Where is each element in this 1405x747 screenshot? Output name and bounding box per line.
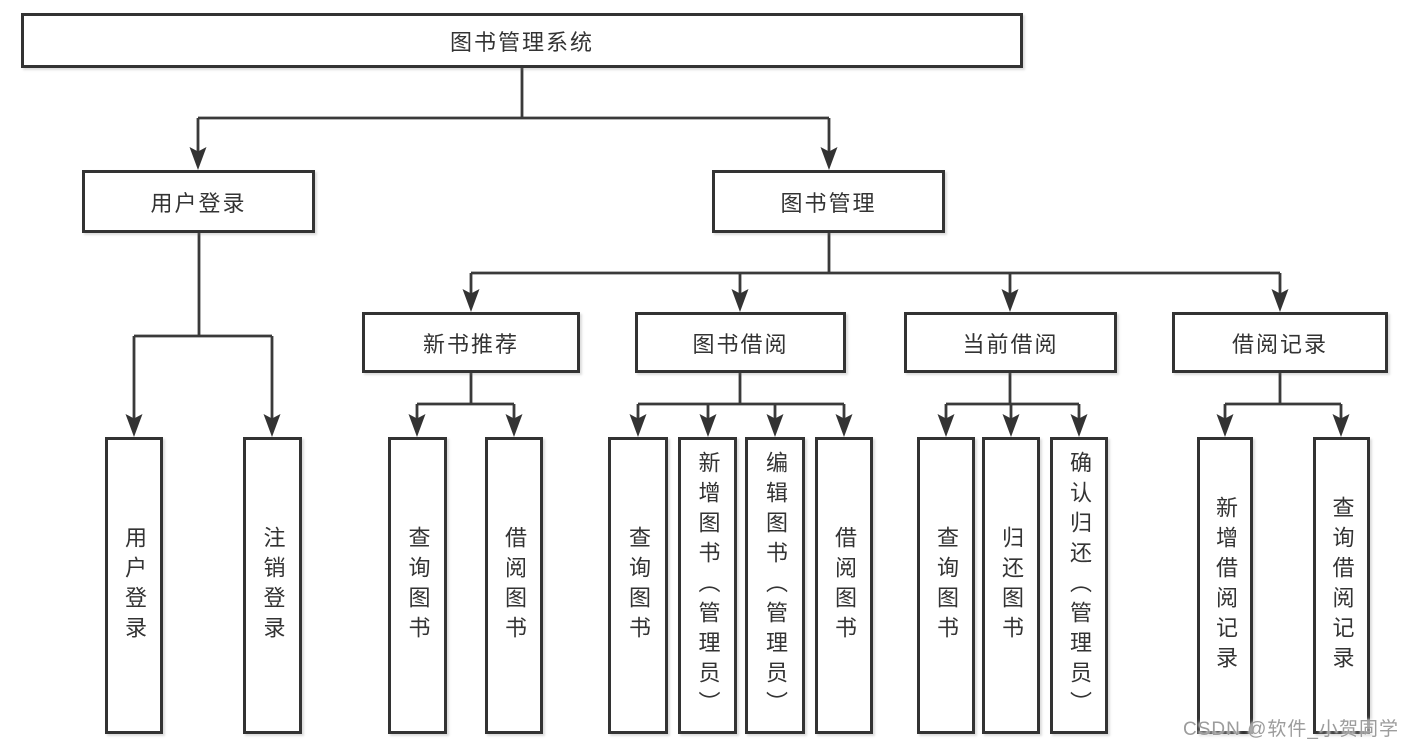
node-label: 图书管理系统 [449,29,594,55]
leaf-borrow-book-2: 借阅图书 [815,437,873,734]
arrow-icon [1070,414,1088,437]
arrow-icon [629,414,647,437]
arrow-icon [1332,414,1350,437]
node-label: 图书管理 [780,190,877,216]
node-label: 用户登录 [150,190,247,216]
node-current-borrow: 当前借阅 [904,312,1117,373]
node-label: 确认归还（管理员） [1067,450,1092,721]
leaf-borrow-book-1: 借阅图书 [485,437,543,734]
arrow-icon [1216,414,1234,437]
node-label: 注销登录 [260,525,286,646]
node-label: 当前借阅 [962,331,1059,357]
node-label: 借阅记录 [1231,331,1328,357]
node-label: 图书借阅 [692,331,789,357]
arrow-icon [1002,414,1020,437]
leaf-confirm-return-admin: 确认归还（管理员） [1050,437,1108,734]
node-label: 新增图书（管理员） [695,450,721,721]
arrow-icon [408,414,426,437]
arrow-icon [699,414,717,437]
arrow-icon [189,147,207,170]
node-label: 借阅图书 [502,525,527,646]
arrow-icon [937,414,955,437]
arrow-icon [125,414,143,437]
arrow-icon [1271,289,1289,312]
arrow-icon [766,414,784,437]
leaf-query-book-3: 查询图书 [917,437,975,734]
node-label: 编辑图书（管理员） [763,450,788,721]
node-label: 借阅图书 [832,525,857,646]
arrow-icon [1001,289,1019,312]
leaf-logout: 注销登录 [243,437,302,734]
node-book-borrow: 图书借阅 [635,312,846,373]
leaf-add-book-admin: 新增图书（管理员） [678,437,737,734]
leaf-user-login: 用户登录 [105,437,163,734]
leaf-edit-book-admin: 编辑图书（管理员） [745,437,805,734]
node-book-management: 图书管理 [712,170,945,233]
node-root: 图书管理系统 [21,13,1023,68]
arrow-icon [835,414,853,437]
node-label: 新增借阅记录 [1213,495,1238,676]
node-user-login: 用户登录 [82,170,315,233]
node-new-book-recommend: 新书推荐 [362,312,580,373]
connector-paths [132,68,1343,420]
node-label: 查询图书 [934,525,959,646]
watermark: CSDN @软件_小贺同学 [1183,719,1399,740]
arrow-icon [505,414,523,437]
leaf-query-book-1: 查询图书 [388,437,447,734]
node-label: 查询图书 [626,525,651,646]
leaf-add-borrow-record: 新增借阅记录 [1197,437,1253,734]
arrow-icon [820,147,838,170]
node-label: 新书推荐 [422,331,519,357]
arrow-icon [263,414,281,437]
node-label: 用户登录 [122,525,147,646]
arrowheads [125,147,1350,437]
node-borrow-records: 借阅记录 [1172,312,1388,373]
leaf-query-borrow-record: 查询借阅记录 [1313,437,1370,734]
arrow-icon [731,289,749,312]
node-label: 查询图书 [405,525,431,646]
node-label: 查询借阅记录 [1329,495,1355,676]
leaf-return-book: 归还图书 [982,437,1040,734]
node-label: 归还图书 [999,525,1024,646]
arrow-icon [462,289,480,312]
leaf-query-book-2: 查询图书 [608,437,668,734]
